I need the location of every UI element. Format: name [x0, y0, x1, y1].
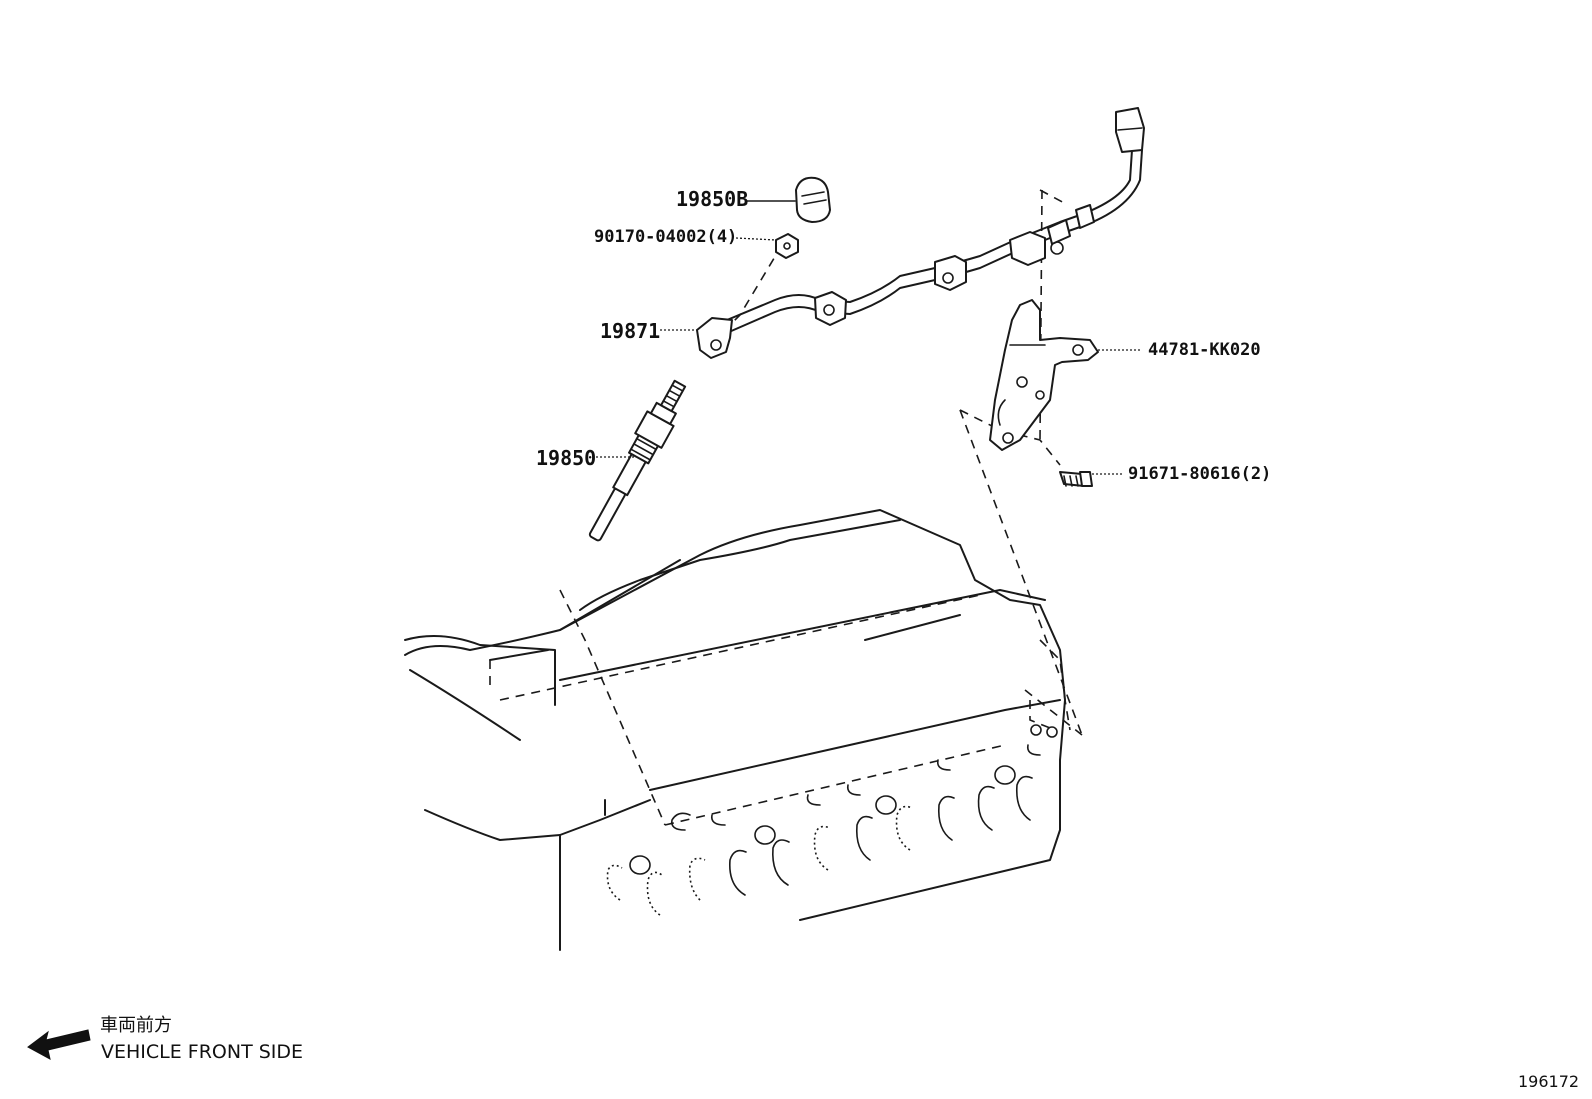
- leader-lines: [596, 200, 1142, 475]
- engine-cylinder-head: [404, 509, 1071, 951]
- illustration-id: 196172: [1518, 1072, 1580, 1091]
- vehicle-front-arrow-icon: [27, 1029, 91, 1060]
- vehicle-front-label-japanese: 車両前方: [100, 1015, 172, 1036]
- cap-19850b: [795, 176, 831, 223]
- assembly-guide-lines: [559, 189, 1083, 826]
- engine-ports: [606, 724, 1058, 916]
- part-label-90170-04002: 90170-04002(4): [594, 227, 738, 247]
- part-label-91671-80616: 91671-80616(2): [1128, 464, 1272, 484]
- nut-90170-04002: [775, 233, 799, 259]
- vehicle-front-label-english: VEHICLE FRONT SIDE: [101, 1041, 304, 1063]
- part-label-44781-kk020: 44781-KK020: [1148, 340, 1261, 360]
- glow-plug-19850: [588, 379, 687, 542]
- part-label-19871: 19871: [600, 319, 661, 343]
- part-label-19850: 19850: [536, 446, 597, 470]
- bolt-91671-80616: [1059, 471, 1093, 487]
- bracket-44781-kk020: [989, 299, 1099, 451]
- glow-plug-wire-19871: [696, 107, 1145, 359]
- part-label-19850b: 19850B: [676, 187, 749, 211]
